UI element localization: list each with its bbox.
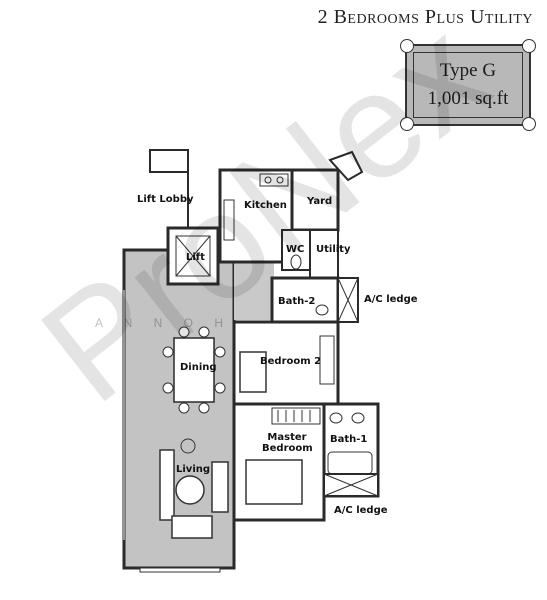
label-master-bedroom: Master Bedroom — [262, 432, 313, 454]
label-lift: Lift — [186, 252, 205, 263]
label-ac-ledge-bottom: A/C ledge — [334, 505, 388, 516]
unit-area: 1,001 sq.ft — [427, 88, 509, 109]
label-bedroom2: Bedroom 2 — [260, 356, 322, 367]
label-utility: Utility — [316, 244, 351, 255]
unit-type-box: Type G 1,001 sq.ft — [400, 39, 536, 131]
label-lift-lobby: Lift Lobby — [137, 194, 194, 205]
sofa-bottom — [171, 515, 213, 539]
label-wc: WC — [286, 244, 305, 255]
corridor — [234, 262, 274, 320]
label-dining: Dining — [180, 362, 217, 373]
label-kitchen: Kitchen — [244, 200, 287, 211]
label-bath2: Bath-2 — [278, 296, 316, 307]
label-ac-ledge-top: A/C ledge — [364, 294, 418, 305]
unit-type: Type G — [439, 60, 497, 81]
label-yard: Yard — [307, 196, 333, 207]
watermark-sub: A N N O H — [95, 316, 233, 330]
sofa-left — [159, 449, 175, 521]
label-bath1: Bath-1 — [330, 434, 368, 445]
label-living: Living — [176, 464, 211, 475]
sofa-right — [211, 461, 229, 513]
dining-table — [173, 337, 215, 403]
bath2-room — [270, 276, 340, 324]
plan-heading: 2 Bedrooms Plus Utility — [317, 6, 533, 28]
coffee-table — [175, 475, 205, 505]
